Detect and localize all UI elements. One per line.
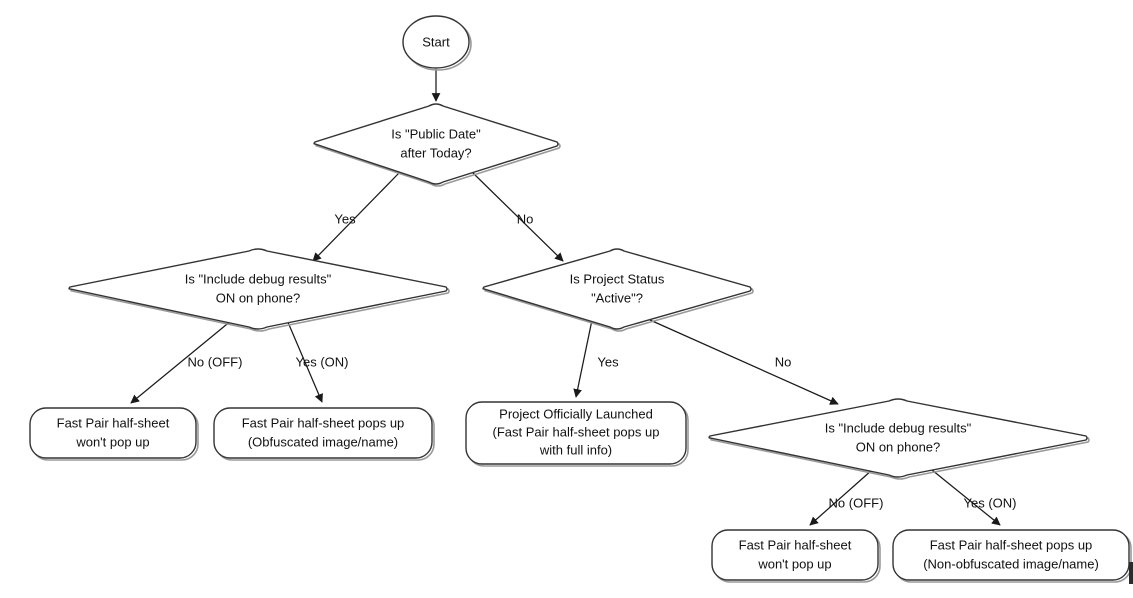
- terminal-left-off-line2: won't pop up: [75, 434, 149, 449]
- node-terminal-right-on[interactable]: Fast Pair half-sheet pops up (Non-obfusc…: [892, 529, 1132, 583]
- terminal-left-on-rect: [213, 407, 433, 459]
- node-decision-debug-right[interactable]: Is "Include debug results" ON on phone?: [708, 398, 1090, 480]
- decision-debug-right-line2: ON on phone?: [856, 439, 941, 454]
- edge-debug-left-no: [130, 319, 233, 404]
- node-decision-project-status[interactable]: Is Project Status "Active"?: [482, 248, 754, 332]
- edge-debug-right-yes: [931, 469, 1001, 526]
- edge-project-status-yes: [573, 319, 593, 398]
- decision-debug-left-line1: Is "Include debug results": [185, 271, 332, 286]
- terminal-launched-line3: with full info): [539, 442, 612, 457]
- terminal-right-off-line2: won't pop up: [757, 556, 831, 571]
- edge-label-debug-right-no: No (OFF): [829, 495, 884, 510]
- terminal-launched-line1: Project Officially Launched: [499, 406, 653, 421]
- decision-debug-right-line1: Is "Include debug results": [825, 420, 972, 435]
- terminal-right-on-line2: (Non-obfuscated image/name): [923, 556, 1099, 571]
- terminal-left-off-rect: [29, 407, 197, 459]
- edge-labels-layer: Yes No No (OFF) Yes (ON) Yes No No (OFF)…: [188, 211, 1017, 510]
- node-decision-debug-left[interactable]: Is "Include debug results" ON on phone?: [68, 248, 450, 332]
- node-start[interactable]: Start: [402, 15, 472, 71]
- decision-project-status-line2: "Active"?: [591, 290, 643, 305]
- edge-public-date-no: [472, 172, 564, 262]
- decision-debug-left-line2: ON on phone?: [216, 290, 301, 305]
- node-terminal-right-off[interactable]: Fast Pair half-sheet won't pop up: [711, 529, 881, 583]
- decision-public-date-line2: after Today?: [400, 145, 471, 160]
- start-label: Start: [422, 34, 450, 49]
- decision-project-status-diamond: [482, 248, 752, 330]
- edge-label-debug-right-yes: Yes (ON): [964, 495, 1017, 510]
- edges-layer: [130, 69, 1001, 526]
- terminal-left-on-line2: (Obfuscated image/name): [248, 434, 398, 449]
- node-terminal-launched[interactable]: Project Officially Launched (Fast Pair h…: [465, 401, 689, 467]
- decision-public-date-diamond: [313, 103, 559, 185]
- edge-label-public-date-no: No: [517, 211, 534, 226]
- node-decision-public-date[interactable]: Is "Public Date" after Today?: [313, 103, 561, 187]
- edge-label-project-status-no: No: [775, 354, 792, 369]
- decision-debug-left-diamond: [68, 248, 448, 330]
- terminal-left-on-line1: Fast Pair half-sheet pops up: [242, 415, 405, 430]
- edge-project-status-no: [649, 319, 839, 405]
- terminal-right-off-line1: Fast Pair half-sheet: [739, 537, 852, 552]
- start-ellipse: [402, 15, 470, 69]
- decision-public-date-line1: Is "Public Date": [391, 126, 481, 141]
- node-terminal-left-off[interactable]: Fast Pair half-sheet won't pop up: [29, 407, 199, 461]
- decision-debug-right-diamond: [708, 398, 1088, 478]
- terminal-right-on-line1: Fast Pair half-sheet pops up: [930, 537, 1093, 552]
- terminal-right-off-rect: [711, 529, 879, 581]
- edge-label-project-status-yes: Yes: [597, 354, 619, 369]
- edge-label-debug-left-yes: Yes (ON): [296, 354, 349, 369]
- decision-project-status-line1: Is Project Status: [570, 271, 665, 286]
- edge-public-date-yes: [312, 172, 400, 262]
- terminal-left-off-line1: Fast Pair half-sheet: [57, 415, 170, 430]
- edge-debug-right-no: [809, 469, 873, 526]
- edge-label-debug-left-no: No (OFF): [188, 354, 243, 369]
- edge-label-public-date-yes: Yes: [334, 211, 356, 226]
- terminal-right-on-rect: [892, 529, 1130, 581]
- terminal-launched-line2: (Fast Pair half-sheet pops up: [493, 424, 660, 439]
- terminal-launched-rect: [465, 401, 687, 465]
- node-terminal-left-on[interactable]: Fast Pair half-sheet pops up (Obfuscated…: [213, 407, 435, 461]
- page-edge-artifact: [1129, 562, 1133, 584]
- edge-debug-left-yes: [286, 319, 323, 403]
